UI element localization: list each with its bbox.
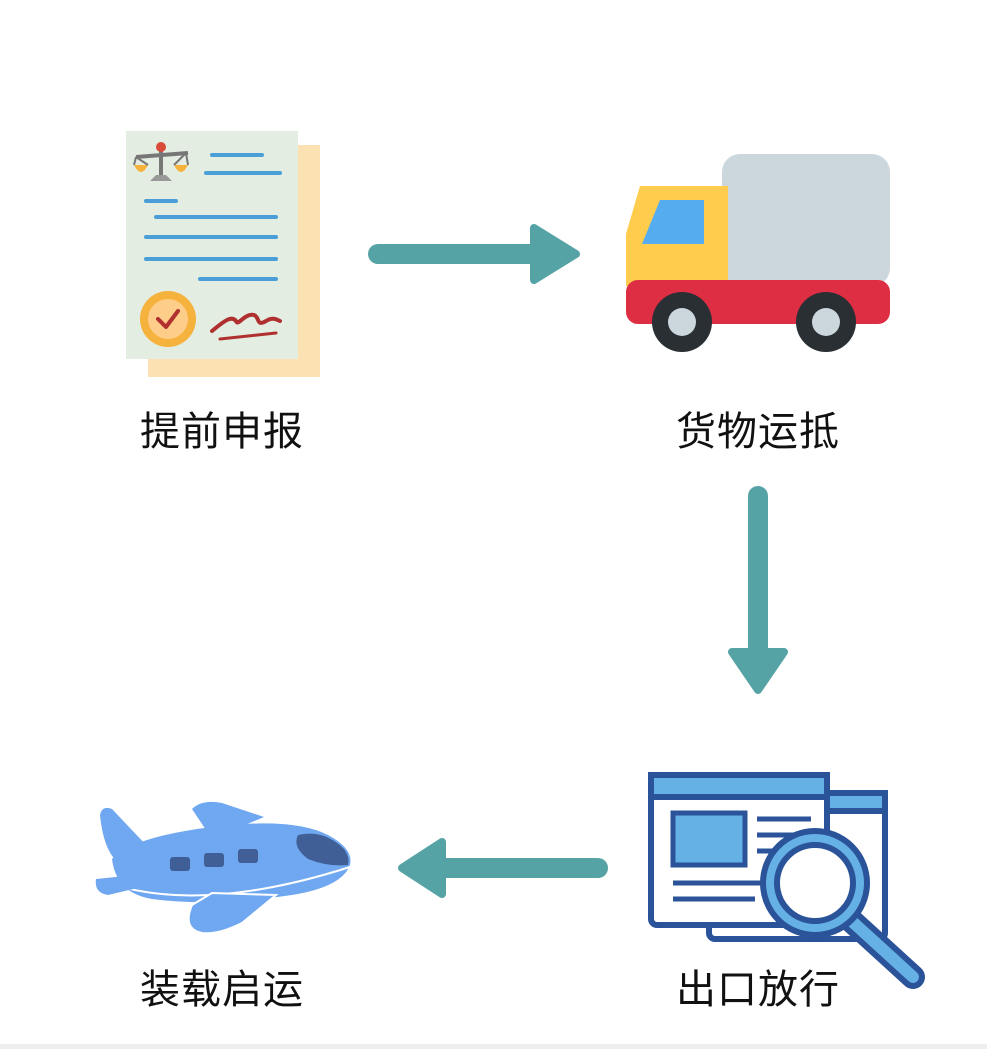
step-label-arrival: 货物运抵 (676, 409, 840, 455)
arrow-right (368, 224, 580, 284)
step-label-declaration: 提前申报 (140, 409, 304, 455)
truck-icon (626, 154, 890, 352)
inspection-icon (648, 772, 925, 989)
step-label-departure: 装载启运 (140, 967, 304, 1013)
bottom-divider (0, 1044, 987, 1049)
arrow-down (728, 486, 788, 694)
airplane-icon (95, 801, 351, 935)
document-icon (126, 131, 320, 377)
arrow-left (398, 838, 608, 898)
step-label-release: 出口放行 (676, 967, 840, 1013)
